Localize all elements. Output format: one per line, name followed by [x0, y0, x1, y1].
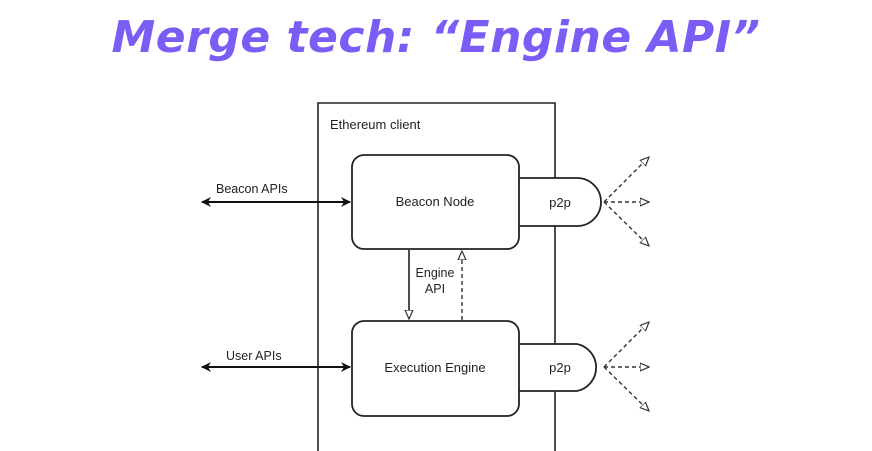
- ethereum-client-label: Ethereum client: [330, 117, 421, 132]
- beacon-p2p-node: p2p: [509, 177, 602, 227]
- peer-arrow-down: [603, 201, 649, 246]
- engine-api-label-line2: API: [425, 282, 445, 296]
- user-apis-label: User APIs: [226, 349, 282, 363]
- beacon-apis-edge: Beacon APIs: [201, 182, 351, 207]
- peer-arrow-down: [603, 366, 649, 411]
- peer-arrow-up: [603, 157, 649, 203]
- execution-engine-node: Execution Engine: [351, 320, 520, 417]
- execution-p2p-node: p2p: [509, 343, 597, 392]
- execution-engine-label: Execution Engine: [384, 360, 485, 375]
- engine-api-label-line1: Engine: [416, 266, 455, 280]
- engine-api-edge: Engine API: [409, 250, 462, 320]
- beacon-apis-label: Beacon APIs: [216, 182, 288, 196]
- slide-title: Merge tech: “Engine API”: [111, 12, 761, 63]
- peer-arrow-up: [603, 322, 649, 368]
- beacon-node: Beacon Node: [351, 154, 520, 250]
- ethereum-client-container: Ethereum client: [317, 102, 556, 451]
- beacon-p2p-peers: [603, 157, 649, 246]
- beacon-node-label: Beacon Node: [396, 194, 475, 209]
- execution-p2p-label: p2p: [549, 360, 571, 375]
- user-apis-edge: User APIs: [201, 349, 351, 372]
- beacon-p2p-label: p2p: [549, 195, 571, 210]
- execution-p2p-peers: [603, 322, 649, 411]
